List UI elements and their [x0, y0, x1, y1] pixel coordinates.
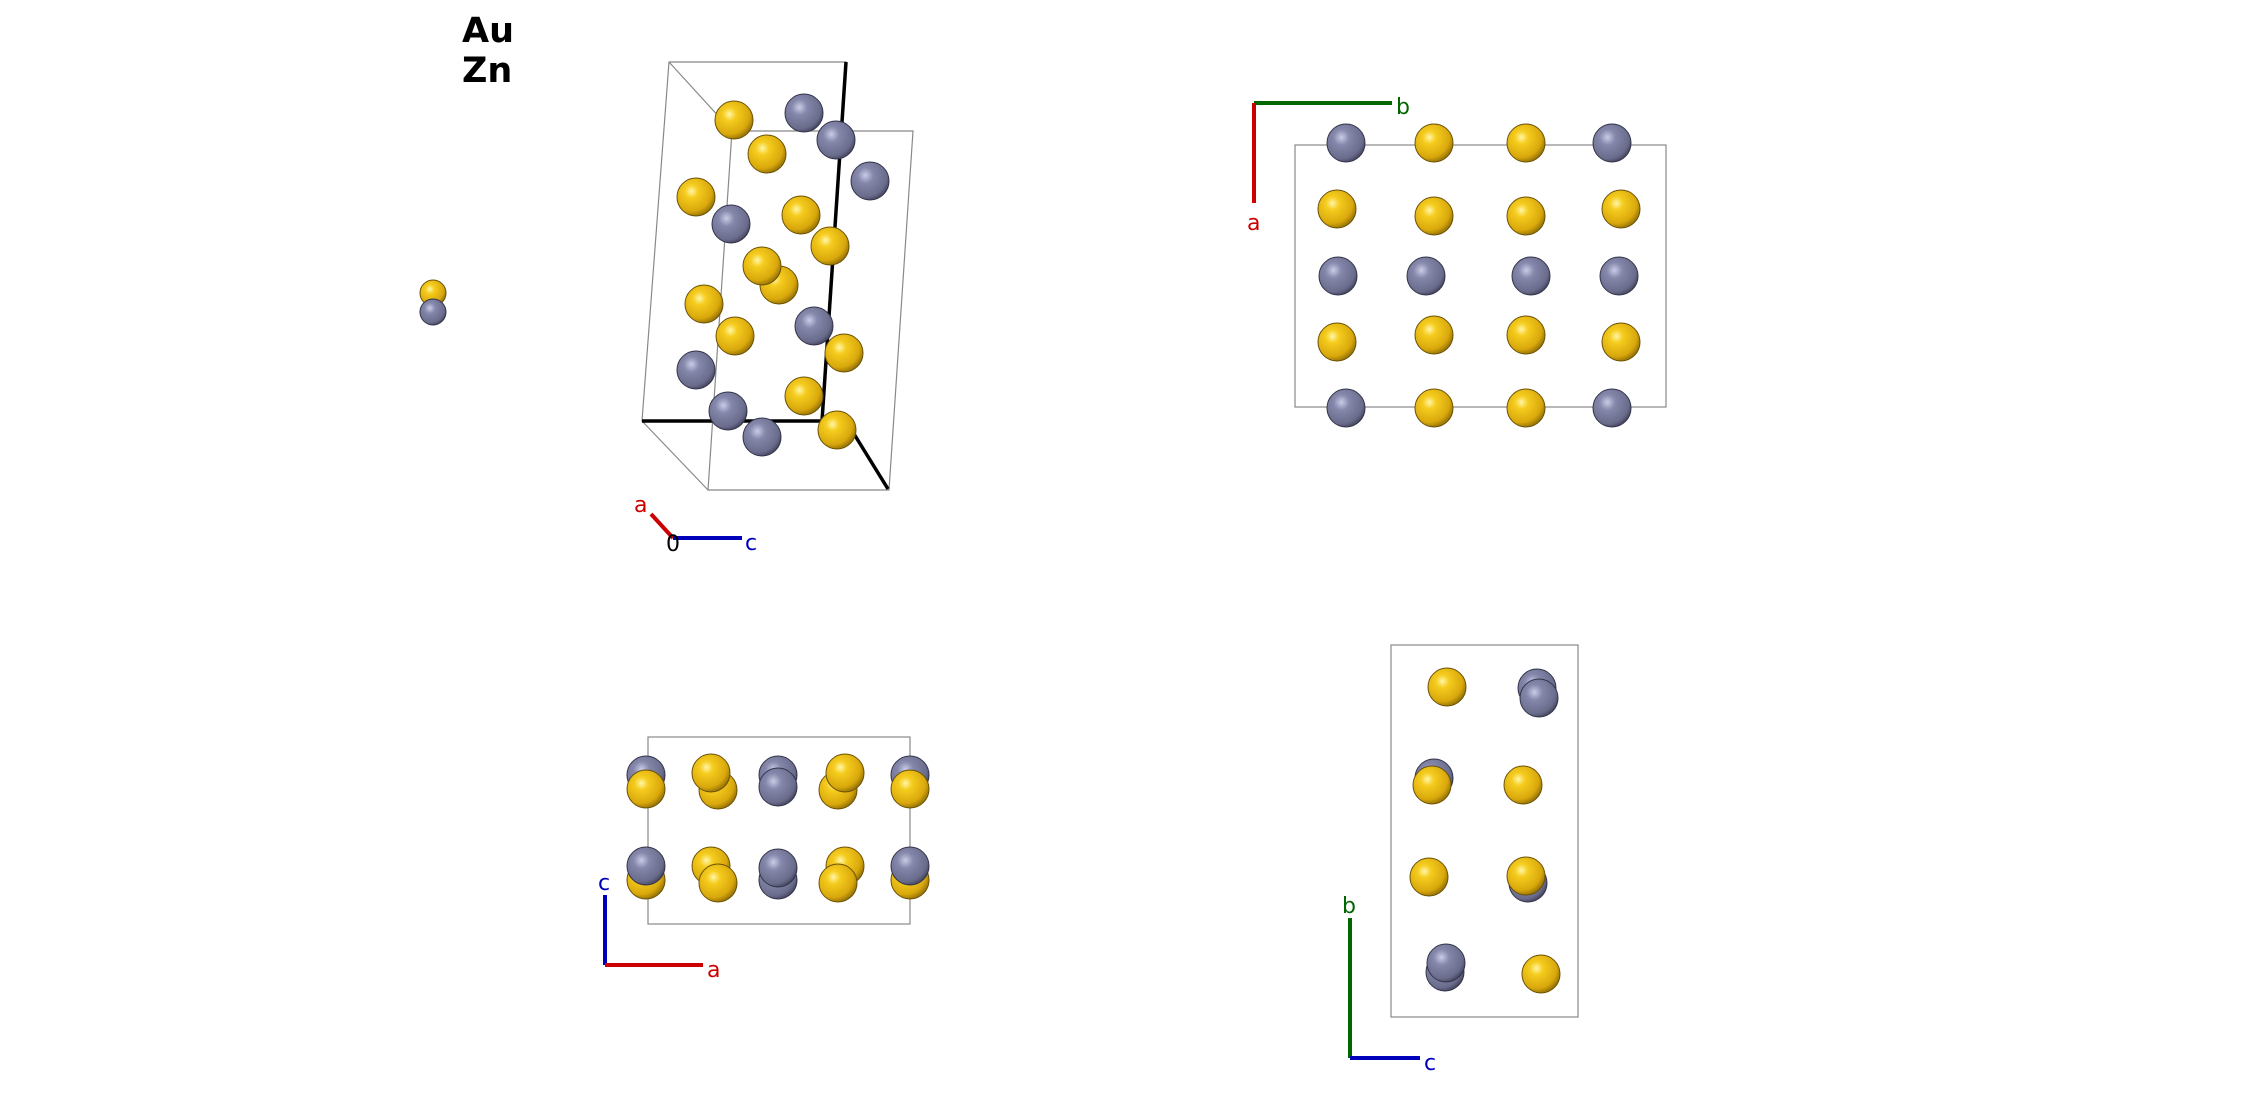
zn-atom: [758, 848, 798, 888]
au-atom: [810, 226, 850, 266]
legend-zn-atom: [419, 298, 447, 326]
legend: Au Zn: [419, 11, 514, 326]
a-axis-line: [649, 512, 675, 540]
au-atom: [1317, 189, 1357, 229]
zn-atom: [850, 161, 890, 201]
au-atom: [1601, 189, 1641, 229]
zn-atom: [708, 391, 748, 431]
legend-au-label: Au: [462, 11, 514, 51]
c-axis-label: c: [745, 531, 757, 556]
au-atom: [1414, 196, 1454, 236]
au-atom: [817, 410, 857, 450]
front-view-c-a: c a: [598, 736, 930, 983]
c-axis-label: c: [1424, 1051, 1436, 1076]
zn-atom: [1592, 123, 1632, 163]
au-atom: [1412, 765, 1452, 805]
zn-atom: [1519, 678, 1559, 718]
au-atom: [684, 284, 724, 324]
au-atom: [825, 753, 865, 793]
perspective-view: a c 0: [634, 61, 914, 557]
axes-indicator-perspective: a c 0: [634, 493, 757, 557]
zn-atom: [1406, 256, 1446, 296]
au-atom: [1506, 315, 1546, 355]
zn-atom: [1511, 256, 1551, 296]
origin-label: 0: [666, 532, 680, 557]
au-atom: [818, 863, 858, 903]
au-atom: [626, 769, 666, 809]
a-axis-label: a: [1247, 211, 1260, 236]
au-atom: [698, 863, 738, 903]
atoms-side: [1409, 667, 1561, 994]
b-axis-label: b: [1342, 894, 1356, 919]
au-atom: [676, 177, 716, 217]
au-atom: [1414, 123, 1454, 163]
au-atom: [890, 769, 930, 809]
zn-atom: [1326, 123, 1366, 163]
axes-indicator-side: b c: [1342, 894, 1436, 1076]
a-axis-label: a: [634, 493, 647, 518]
zn-atom: [1326, 388, 1366, 428]
zn-atom: [758, 767, 798, 807]
au-atom: [1506, 388, 1546, 428]
au-atom: [1317, 322, 1357, 362]
zn-atom: [794, 306, 834, 346]
au-atom: [714, 100, 754, 140]
au-atom: [747, 134, 787, 174]
atoms-top: [1317, 123, 1641, 428]
atoms-perspective: [676, 93, 890, 457]
au-atom: [1414, 388, 1454, 428]
au-atom: [691, 753, 731, 793]
unit-cell-outline: [647, 736, 911, 925]
zn-atom: [816, 120, 856, 160]
au-atom: [1503, 765, 1543, 805]
au-atom: [781, 195, 821, 235]
zn-atom: [1318, 256, 1358, 296]
axes-indicator-top: b a: [1247, 95, 1410, 236]
au-atom: [1414, 315, 1454, 355]
c-axis-label: c: [598, 871, 610, 896]
unit-cell-outline: [1390, 644, 1579, 1018]
au-atom: [1521, 954, 1561, 994]
side-view-b-c: b c: [1342, 644, 1579, 1076]
zn-atom: [890, 846, 930, 886]
au-atom: [1506, 196, 1546, 236]
zn-atom: [626, 846, 666, 886]
zn-atom: [784, 93, 824, 133]
au-atom: [715, 316, 755, 356]
au-atom: [824, 333, 864, 373]
au-atom: [784, 376, 824, 416]
top-view-a-b: b a: [1247, 95, 1667, 428]
au-atom: [1409, 857, 1449, 897]
a-axis-label: a: [707, 958, 720, 983]
zn-atom: [1426, 943, 1466, 983]
unit-cell-outline: [1294, 144, 1667, 408]
axes-indicator-front: c a: [598, 871, 720, 983]
zn-atom: [711, 204, 751, 244]
au-atom: [742, 246, 782, 286]
b-axis-label: b: [1396, 95, 1410, 120]
au-atom: [1506, 123, 1546, 163]
zn-atom: [1592, 388, 1632, 428]
au-atom: [1506, 856, 1546, 896]
au-atom: [1601, 322, 1641, 362]
zn-atom: [1599, 256, 1639, 296]
zn-atom: [742, 417, 782, 457]
au-atom: [1427, 667, 1467, 707]
atoms-front: [626, 753, 930, 903]
zn-atom: [676, 350, 716, 390]
legend-zn-label: Zn: [462, 51, 512, 91]
